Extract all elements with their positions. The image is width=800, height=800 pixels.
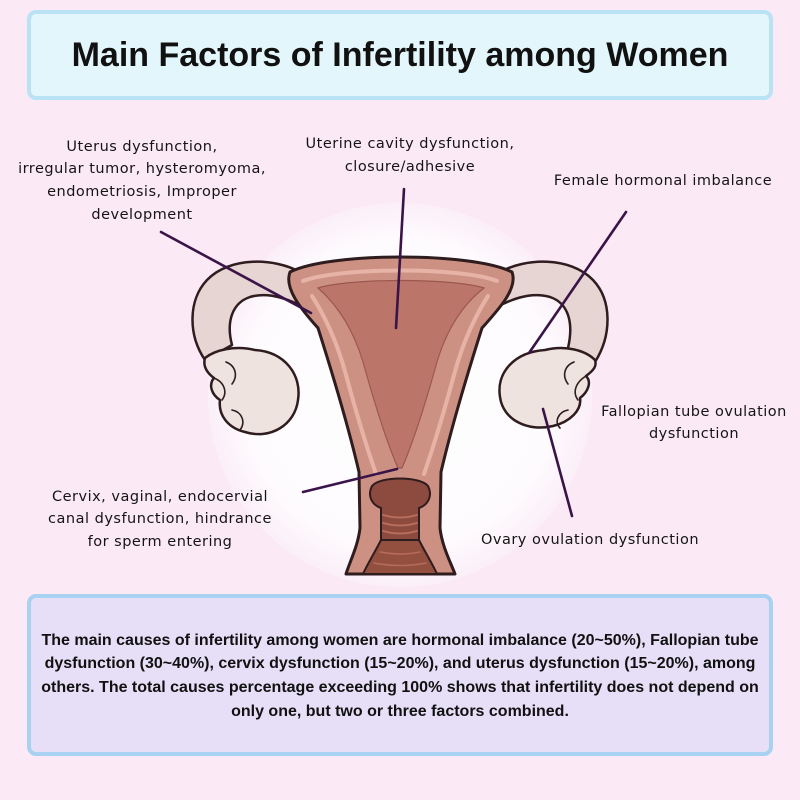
label-line: for sperm entering	[87, 533, 233, 550]
endometrium-band	[301, 268, 499, 476]
label-line: development	[91, 206, 193, 223]
label-line: Ovary ovulation dysfunction	[480, 531, 700, 548]
label-cervix: Cervix, vaginal, endocervial canal dysfu…	[30, 486, 290, 554]
label-line: irregular tumor, hysteromyoma,	[18, 161, 266, 178]
label-line: canal dysfunction, hindrance	[48, 511, 272, 527]
vaginal-canal	[362, 539, 438, 575]
label-line: Uterine cavity dysfunction,	[305, 136, 515, 152]
page-title: Main Factors of Infertility among Women	[71, 35, 729, 74]
leader-line-ovary	[541, 407, 574, 518]
label-line: dysfunction	[648, 425, 740, 442]
left-fimbriae	[213, 361, 244, 431]
summary-line: dysfunction (30~40%), cervix dysfunction…	[44, 655, 756, 673]
leader-line-cervix	[301, 467, 399, 494]
label-line: Cervix, vaginal, endocervial	[51, 488, 268, 505]
summary-line: only one, but two or three factors combi…	[231, 702, 569, 720]
leader-line-hormonal	[527, 210, 628, 355]
uterine-cavity	[316, 279, 486, 469]
leader-line-cavity	[394, 187, 406, 330]
summary-line: others. The total causes percentage exce…	[41, 679, 759, 696]
right-fimbriae	[556, 361, 587, 429]
label-line: Uterus dysfunction,	[66, 138, 218, 155]
label-line: Fallopian tube ovulation	[601, 403, 787, 420]
vaginal-rugae	[373, 551, 427, 567]
label-line: endometriosis, Improper	[47, 184, 237, 200]
cervix-ridges	[382, 514, 418, 535]
title-box: Main Factors of Infertility among Women	[27, 10, 773, 100]
label-hormonal-imbalance: Female hormonal imbalance	[540, 170, 786, 193]
label-ovary: Ovary ovulation dysfunction	[470, 529, 710, 552]
summary-box: The main causes of infertility among wom…	[27, 594, 773, 756]
label-line: Female hormonal imbalance	[553, 172, 773, 189]
label-line: closure/adhesive	[344, 158, 476, 175]
summary-line: The main causes of infertility among wom…	[41, 631, 759, 649]
label-fallopian-tube: Fallopian tube ovulation dysfunction	[590, 401, 798, 445]
leader-line-uterus	[159, 230, 313, 315]
label-uterine-cavity: Uterine cavity dysfunction, closure/adhe…	[290, 133, 530, 178]
cervix	[369, 477, 431, 541]
label-uterus-dysfunction: Uterus dysfunction, irregular tumor, hys…	[10, 136, 274, 227]
